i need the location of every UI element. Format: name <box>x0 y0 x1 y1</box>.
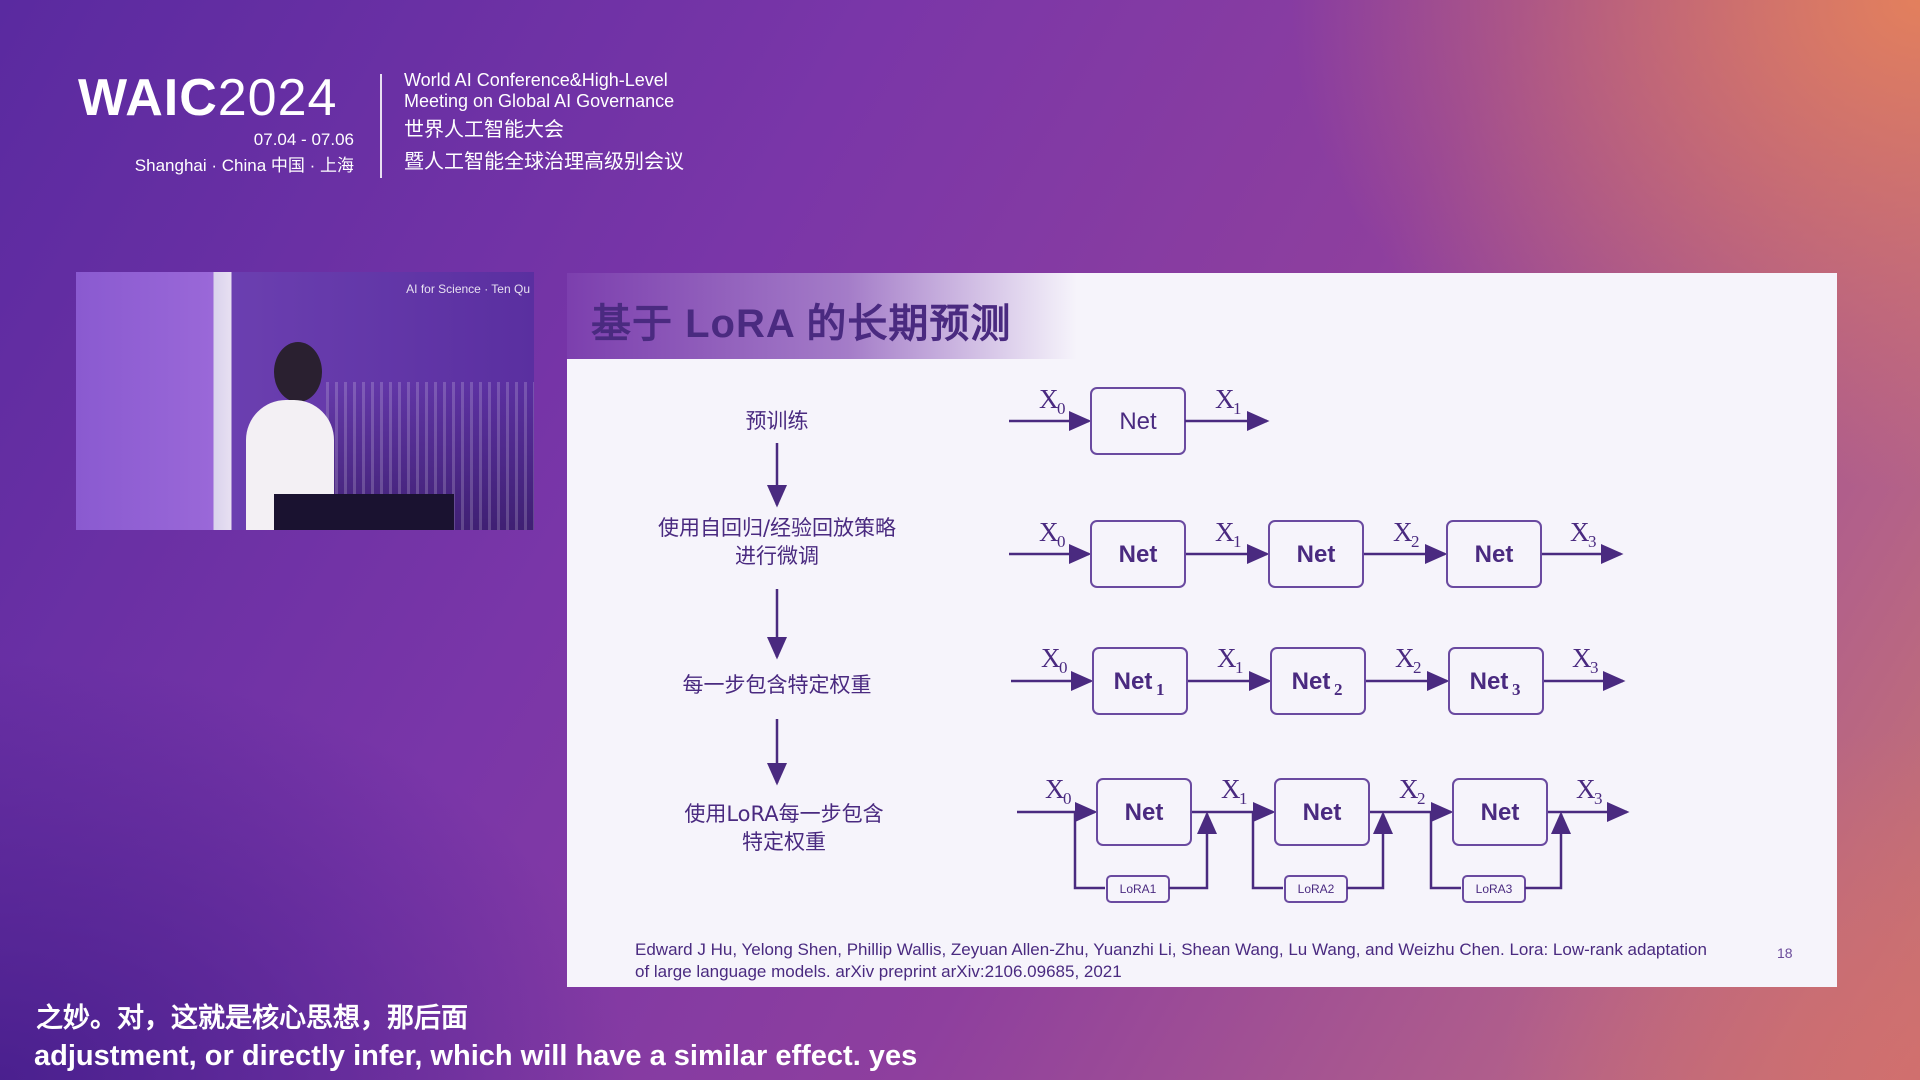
header-divider <box>380 74 382 178</box>
conference-names: World AI Conference&High-Level Meeting o… <box>404 70 684 178</box>
var-x0-sub: 0 <box>1057 532 1066 551</box>
net-label: Net <box>1303 799 1342 826</box>
net-label: Net <box>1125 799 1164 826</box>
var-x1: X <box>1221 774 1241 804</box>
var-x0-sub: 0 <box>1057 399 1066 418</box>
conf-name-en-2: Meeting on Global AI Governance <box>404 91 675 111</box>
step-label-specific-weights: 每一步包含特定权重 <box>683 673 872 697</box>
step-label-finetune-1: 使用自回归/经验回放策略 <box>658 516 896 540</box>
var-x0-sub: 0 <box>1059 658 1068 677</box>
event-location: Shanghai · China 中国 · 上海 <box>134 156 354 175</box>
row-pretrain: X 0 Net X 1 <box>1009 384 1270 455</box>
var-x2: X <box>1393 517 1413 547</box>
slide-page-number: 18 <box>1777 945 1793 961</box>
net-label: Net <box>1119 541 1158 568</box>
logo-main: WAIC <box>78 69 218 127</box>
var-x1: X <box>1215 384 1235 414</box>
net-label: Net <box>1481 799 1520 826</box>
var-x2: X <box>1395 643 1415 673</box>
var-x1-sub: 1 <box>1239 789 1248 808</box>
var-x2-sub: 2 <box>1411 532 1420 551</box>
net-sub: 3 <box>1512 680 1521 699</box>
var-x1: X <box>1217 643 1237 673</box>
net-label: Net <box>1114 668 1153 695</box>
var-x0: X <box>1045 774 1065 804</box>
subtitle-chinese: 之妙。对，这就是核心思想，那后面 <box>36 1003 468 1034</box>
logo-wordmark: WAIC2024 <box>78 68 337 128</box>
conf-name-en-1: World AI Conference&High-Level <box>404 70 668 90</box>
net-box <box>1274 778 1370 846</box>
var-x1: X <box>1215 517 1235 547</box>
var-x0-sub: 0 <box>1063 789 1072 808</box>
var-x3: X <box>1570 517 1590 547</box>
var-x2-sub: 2 <box>1417 789 1426 808</box>
row-lora: Net Net Net LoRA1 LoRA2 LoRA3 X 0 X 1 X … <box>1017 774 1630 903</box>
net-box <box>1268 520 1364 588</box>
logo-year: 2024 <box>217 69 338 127</box>
slide-citation: Edward J Hu, Yelong Shen, Phillip Wallis… <box>635 940 1707 981</box>
net-box <box>1270 647 1366 715</box>
net-box <box>1090 520 1186 588</box>
row-specific-weights: Net 1 Net 2 Net 3 X 0 X 1 X 2 X 3 <box>1011 643 1626 715</box>
lora-diagram: 预训练 使用自回归/经验回放策略 进行微调 每一步包含特定权重 使用LoRA每一… <box>658 384 1630 903</box>
var-x0: X <box>1039 517 1059 547</box>
var-x1-sub: 1 <box>1233 399 1242 418</box>
lora-label: LoRA2 <box>1298 882 1335 896</box>
net-sub: 2 <box>1334 680 1343 699</box>
var-x3-sub: 3 <box>1594 789 1603 808</box>
step-label-pretrain: 预训练 <box>746 409 809 433</box>
presentation-slide: 基于 LoRA 的长期预测 预训练 使用自回归/经验回放策略 进行微调 每一步包… <box>567 273 1837 987</box>
podium <box>274 494 454 530</box>
slide-title-band <box>567 273 1077 359</box>
net-label: Net <box>1292 668 1331 695</box>
net-box <box>1448 647 1544 715</box>
var-x2: X <box>1399 774 1419 804</box>
net-box <box>1096 778 1192 846</box>
var-x3-sub: 3 <box>1588 532 1597 551</box>
step-label-lora-1: 使用LoRA每一步包含 <box>684 802 883 826</box>
net-label: Net <box>1119 408 1157 435</box>
net-box <box>1452 778 1548 846</box>
step-label-lora-2: 特定权重 <box>742 830 826 854</box>
net-box <box>1446 520 1542 588</box>
var-x1-sub: 1 <box>1233 532 1242 551</box>
net-label: Net <box>1470 668 1509 695</box>
var-x3-sub: 3 <box>1590 658 1599 677</box>
speaker-head <box>274 342 322 402</box>
waic-logo: WAIC2024 07.04 - 07.06 Shanghai · China … <box>78 68 368 178</box>
var-x0: X <box>1041 643 1061 673</box>
subtitle-english: adjustment, or directly infer, which wil… <box>34 1040 918 1072</box>
var-x1-sub: 1 <box>1235 658 1244 677</box>
event-dates: 07.04 - 07.06 <box>253 130 354 149</box>
row-autoregressive: Net Net Net X 0 X 1 X 2 X 3 <box>1009 517 1624 588</box>
net-label: Net <box>1297 541 1336 568</box>
net-box <box>1092 647 1188 715</box>
speaker-video: AI for Science · Ten Qu <box>76 272 534 530</box>
var-x3: X <box>1572 643 1592 673</box>
net-label: Net <box>1475 541 1514 568</box>
step-label-finetune-2: 进行微调 <box>735 544 819 568</box>
conf-name-cn-2: 暨人工智能全球治理高级别会议 <box>404 151 684 173</box>
slide-title: 基于 LoRA 的长期预测 <box>591 302 1012 346</box>
conf-name-cn-1: 世界人工智能大会 <box>404 119 564 141</box>
var-x3: X <box>1576 774 1596 804</box>
lora-label: LoRA3 <box>1476 882 1513 896</box>
video-stage-text: AI for Science · Ten Qu <box>406 282 530 296</box>
var-x2-sub: 2 <box>1413 658 1422 677</box>
lora-label: LoRA1 <box>1120 882 1157 896</box>
var-x0: X <box>1039 384 1059 414</box>
net-sub: 1 <box>1156 680 1165 699</box>
